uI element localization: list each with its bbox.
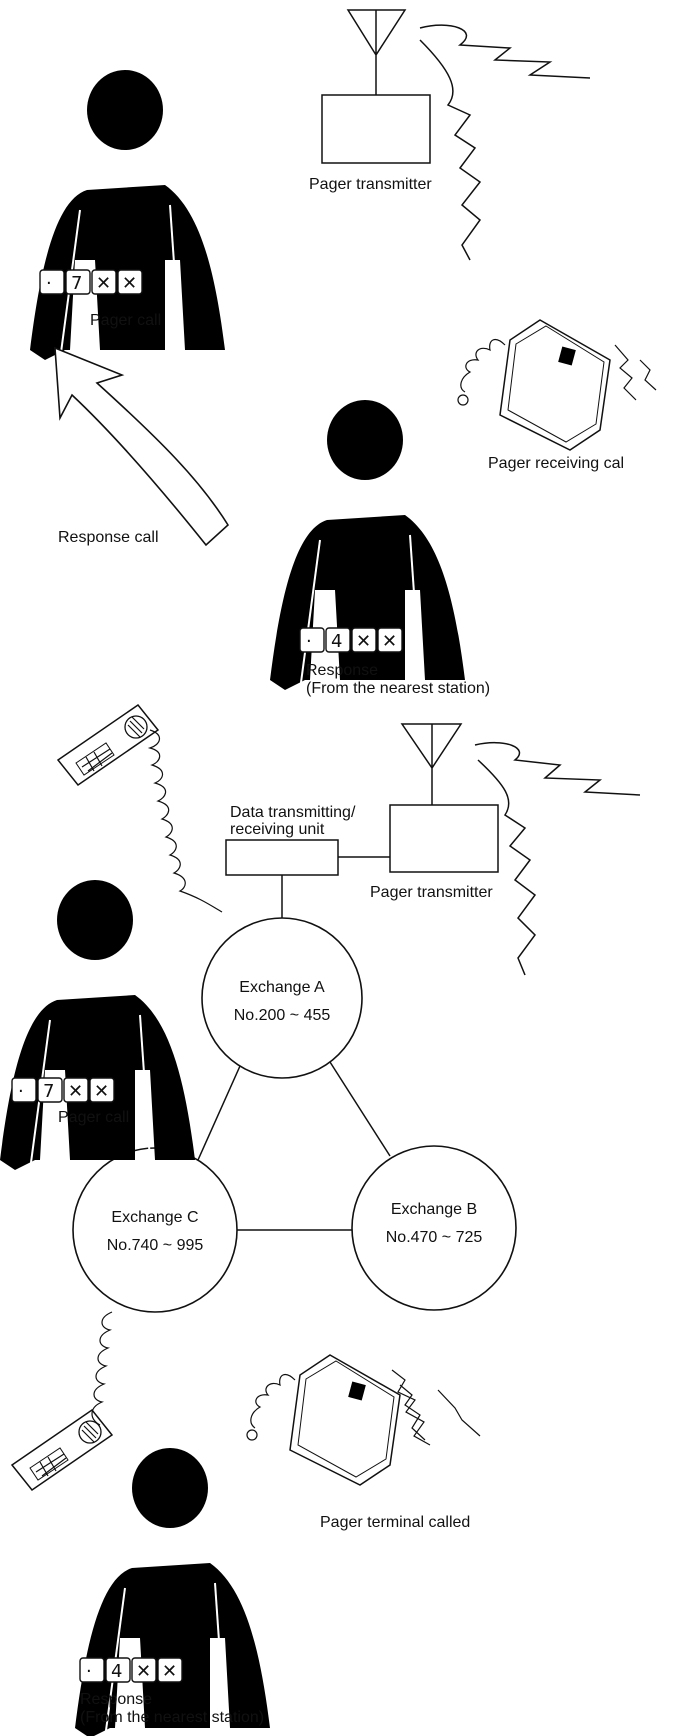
pager-transmitter-box-bottom: [389, 804, 499, 873]
exchange-b: Exchange B No.470 ~ 725: [351, 1145, 517, 1311]
pager-transmitter-label: Pager transmitter: [309, 176, 432, 193]
rkey-dot-label: ·: [306, 631, 312, 652]
handset-icon-top: [57, 704, 223, 913]
rkey-x2-label: ✕: [382, 631, 397, 652]
key-x2-label: ✕: [122, 273, 137, 294]
pager-receiving-label: Pager receiving cal: [488, 455, 624, 472]
response-call-label: Response call: [58, 529, 159, 546]
key-x1-label: ✕: [96, 273, 111, 294]
brkey-x2: [157, 1657, 183, 1683]
key-dot: [39, 269, 65, 295]
antenna-icon: [346, 9, 407, 95]
link-a-b: [329, 1061, 391, 1157]
pager-icon: [457, 319, 657, 451]
pager-transmitter-label-bottom: Pager transmitter: [370, 884, 493, 901]
bkey-dot-label: ·: [18, 1081, 24, 1102]
handset-icon-bottom: [11, 1311, 113, 1491]
bottom-scene: Data transmitting/ receiving unit Pager …: [0, 704, 641, 1736]
exchange-c-name: Exchange C: [111, 1209, 198, 1226]
bkey-x2: [89, 1077, 115, 1103]
rkey-4-label: 4: [331, 631, 342, 652]
bkey-x1-label: ✕: [68, 1081, 83, 1102]
data-unit-label-2: receiving unit: [230, 821, 325, 838]
rkey-x1: [351, 627, 377, 653]
response-sub-label-bottom: (From the nearest station): [80, 1709, 264, 1726]
pager-transmitter-box: [321, 94, 431, 164]
top-scene: Pager transmitter · 7 ✕ ✕ Pager call Res…: [29, 9, 657, 697]
pager-terminal-icon: [246, 1354, 481, 1486]
key-dot-label: ·: [46, 273, 52, 294]
exchange-a-range: No.200 ~ 455: [234, 1007, 331, 1024]
key-7-label: 7: [71, 273, 82, 294]
brkey-dot-label: ·: [86, 1661, 92, 1682]
bkey-7-label: 7: [43, 1081, 54, 1102]
antenna-icon-bottom: [400, 723, 463, 805]
radio-waves-icon: [419, 24, 591, 261]
rkey-4: [325, 627, 351, 653]
response-label: Response: [306, 662, 378, 679]
bkey-dot: [11, 1077, 37, 1103]
exchange-a-name: Exchange A: [239, 979, 325, 996]
dial-keys: · 7 ✕ ✕: [39, 269, 143, 295]
pager-call-label: Pager call: [90, 312, 161, 329]
key-7: [65, 269, 91, 295]
exchange-c: Exchange C No.740 ~ 995: [72, 1147, 238, 1313]
bkey-7: [37, 1077, 63, 1103]
response-arrow-icon: [54, 346, 230, 547]
response-keys-bottom: · 4 ✕ ✕: [79, 1657, 183, 1683]
response-keys: · 4 ✕ ✕: [299, 627, 403, 653]
radio-waves-icon-bottom: [474, 741, 641, 976]
caller-person-icon-bottom: [0, 879, 196, 1171]
brkey-x2-label: ✕: [162, 1661, 177, 1682]
data-unit-label-1: Data transmitting/: [230, 804, 356, 821]
data-unit-box: [225, 839, 339, 876]
exchange-b-range: No.470 ~ 725: [386, 1229, 483, 1246]
key-x1: [91, 269, 117, 295]
pager-terminal-label: Pager terminal called: [320, 1514, 470, 1531]
bkey-x2-label: ✕: [94, 1081, 109, 1102]
brkey-dot: [79, 1657, 105, 1683]
brkey-4: [105, 1657, 131, 1683]
response-sub-label: (From the nearest station): [306, 680, 490, 697]
exchange-b-name: Exchange B: [391, 1201, 477, 1218]
dial-keys-bottom: · 7 ✕ ✕: [11, 1077, 115, 1103]
link-a-c: [197, 1065, 241, 1161]
rkey-x1-label: ✕: [356, 631, 371, 652]
brkey-x1-label: ✕: [136, 1661, 151, 1682]
bkey-x1: [63, 1077, 89, 1103]
rkey-x2: [377, 627, 403, 653]
exchange-c-range: No.740 ~ 995: [107, 1237, 204, 1254]
rkey-dot: [299, 627, 325, 653]
key-x2: [117, 269, 143, 295]
response-label-bottom: Response: [80, 1691, 152, 1708]
brkey-x1: [131, 1657, 157, 1683]
exchange-a: Exchange A No.200 ~ 455: [201, 917, 363, 1079]
brkey-4-label: 4: [111, 1661, 122, 1682]
pager-call-label-bottom: Pager call: [58, 1109, 129, 1126]
